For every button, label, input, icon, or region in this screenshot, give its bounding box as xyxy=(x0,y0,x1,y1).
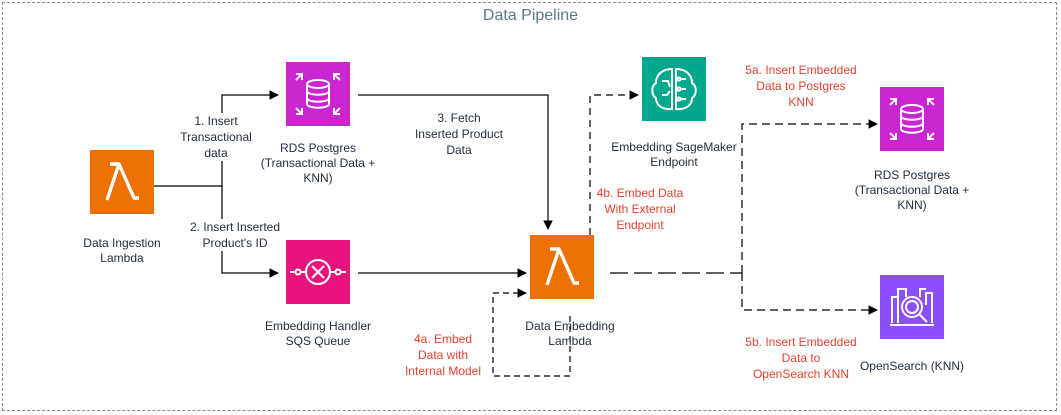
edge-ingestion-to-sqs xyxy=(221,186,279,278)
edge-lambda-internal-model xyxy=(492,288,571,377)
edge-label-insert-transactional: 1. Insert Transactional data xyxy=(180,113,252,161)
edge-label-insert-product-id: 2. Insert Inserted Product's ID xyxy=(189,219,281,251)
rds-database-icon xyxy=(286,62,350,126)
edge-label-insert-opensearch: 5b. Insert Embedded Data to OpenSearch K… xyxy=(745,334,857,382)
edge-split-to-opensearch xyxy=(741,273,878,315)
embedding-lambda-node[interactable] xyxy=(530,235,594,299)
edge-label-insert-postgres: 5a. Insert Embedded Data to Postgres KNN xyxy=(745,62,857,110)
edge-label-embed-external: 4b. Embed Data With External Endpoint xyxy=(596,185,684,233)
opensearch-label: OpenSearch (KNN) xyxy=(859,359,965,373)
sagemaker-brain-icon xyxy=(642,57,706,121)
ingestion-lambda-label: Data Ingestion Lambda xyxy=(83,236,161,265)
embedding-lambda-label: Data Embedding Lambda xyxy=(525,319,615,348)
opensearch-node[interactable] xyxy=(880,275,944,339)
edge-lambda-to-sagemaker xyxy=(589,90,639,235)
edge-label-embed-internal: 4a. Embed Data with Internal Model xyxy=(404,331,482,379)
rds-postgres-2-node[interactable] xyxy=(880,87,944,151)
opensearch-icon xyxy=(880,275,944,339)
ingestion-lambda-node[interactable] xyxy=(90,150,154,214)
rds-postgres-node[interactable] xyxy=(286,62,350,126)
sqs-queue-icon xyxy=(286,240,350,304)
sqs-queue-label: Embedding Handler SQS Queue xyxy=(264,319,372,348)
diagram-title: Data Pipeline xyxy=(482,7,579,24)
rds-postgres-2-label: RDS Postgres (Transactional Data + KNN) xyxy=(854,168,970,212)
sqs-queue-node[interactable] xyxy=(286,240,350,304)
rds-postgres-label: RDS Postgres (Transactional Data + KNN) xyxy=(260,141,376,185)
edge-rds-to-embedding-lambda xyxy=(358,94,553,230)
diagram-frame xyxy=(2,2,1057,411)
lambda-icon xyxy=(530,235,594,299)
lambda-icon xyxy=(90,150,154,214)
sagemaker-endpoint-node[interactable] xyxy=(642,57,706,121)
edge-label-fetch-product: 3. Fetch Inserted Product Data xyxy=(414,110,504,158)
sagemaker-endpoint-label: Embedding SageMaker Endpoint xyxy=(611,140,737,169)
rds-database-icon xyxy=(880,87,944,151)
edge-split-to-rds-2 xyxy=(741,119,878,273)
